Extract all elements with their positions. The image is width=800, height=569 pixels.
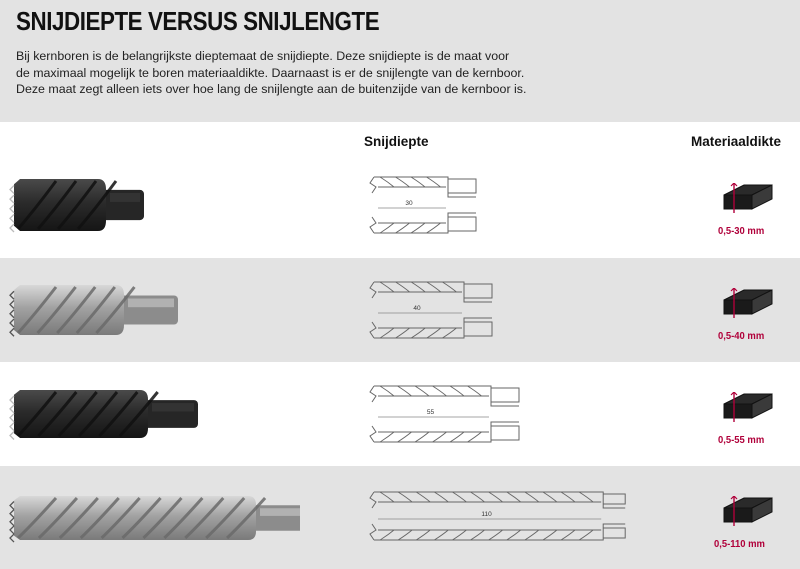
- drill-row: 110 0,5-110 mm: [0, 466, 800, 569]
- material-block-icon: [723, 288, 773, 318]
- cutting-depth-drawing: 110: [369, 491, 626, 541]
- intro-line-2: de maximaal mogelijk te boren materiaald…: [16, 65, 525, 80]
- column-header-snijdiepte: Snijdiepte: [364, 134, 429, 149]
- depth-dimension-label: 55: [427, 409, 435, 416]
- intro-line-1: Bij kernboren is de belangrijkste diepte…: [16, 49, 510, 63]
- drill-row: 30 0,5-30 mm: [0, 152, 800, 258]
- page-title: SNIJDIEPTE VERSUS SNIJLENGTE: [16, 6, 380, 36]
- core-drill-image: [9, 496, 300, 543]
- thickness-range: 0,5-30 mm: [718, 225, 765, 237]
- intro-text: Bij kernboren is de belangrijkste diepte…: [16, 48, 796, 98]
- core-drill-image: [9, 179, 144, 233]
- thickness-range: 0,5-55 mm: [718, 434, 765, 446]
- core-drill-image: [9, 285, 178, 337]
- depth-dimension-label: 40: [413, 305, 421, 312]
- intro-line-3: Deze maat zegt alleen iets over hoe lang…: [16, 82, 527, 97]
- drill-row: 40 0,5-40 mm: [0, 258, 800, 362]
- cutting-depth-drawing: 30: [369, 176, 477, 234]
- thickness-range: 0,5-110 mm: [714, 538, 765, 550]
- drill-row: 55 0,5-55 mm: [0, 362, 800, 466]
- material-block-icon: [723, 496, 773, 526]
- depth-dimension-label: 30: [405, 200, 413, 207]
- material-block-icon: [723, 392, 773, 422]
- depth-dimension-label: 110: [481, 511, 492, 518]
- material-block-icon: [723, 183, 773, 213]
- thickness-range: 0,5-40 mm: [718, 330, 765, 342]
- cutting-depth-drawing: 55: [369, 385, 520, 443]
- core-drill-image: [9, 390, 198, 440]
- column-header-materiaaldikte: Materiaaldikte: [691, 134, 782, 149]
- cutting-depth-drawing: 40: [369, 281, 493, 339]
- intro-panel: SNIJDIEPTE VERSUS SNIJLENGTE Bij kernbor…: [0, 0, 800, 122]
